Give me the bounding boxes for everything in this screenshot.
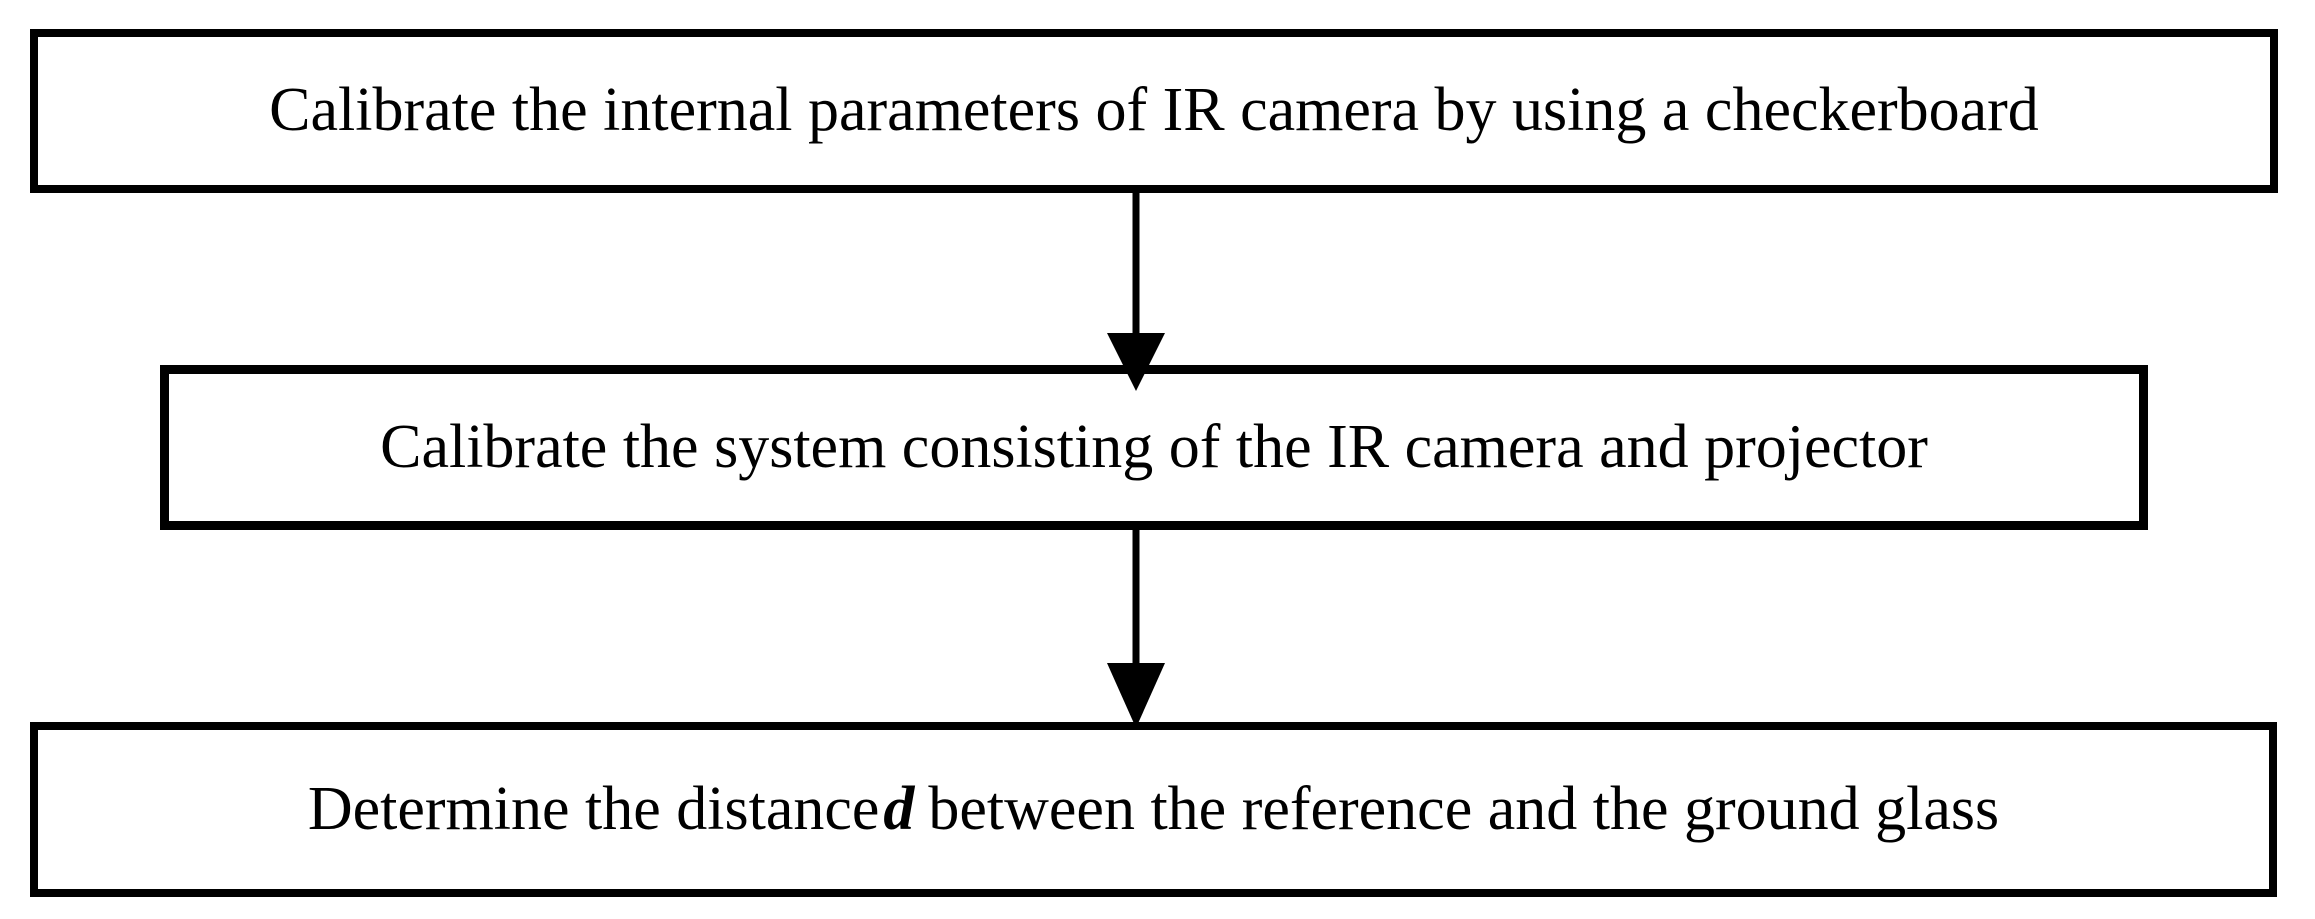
- arrow-step2-to-step3: [1107, 526, 1165, 728]
- step-box-calibrate-ir-camera: Calibrate the internal parameters of IR …: [30, 29, 2278, 193]
- step-label-3-prefix: Determine the distance: [307, 774, 880, 843]
- step-label-3-suffix: between the reference and the ground gla…: [928, 774, 2000, 843]
- step-box-calibrate-system: Calibrate the system consisting of the I…: [160, 365, 2148, 530]
- distance-d-symbol: d: [883, 774, 915, 843]
- arrowhead-down-icon: [1107, 663, 1165, 728]
- step-label-2: Calibrate the system consisting of the I…: [380, 412, 1928, 481]
- step-label-1: Calibrate the internal parameters of IR …: [269, 76, 2039, 145]
- arrow-step1-to-step2: [1107, 188, 1165, 391]
